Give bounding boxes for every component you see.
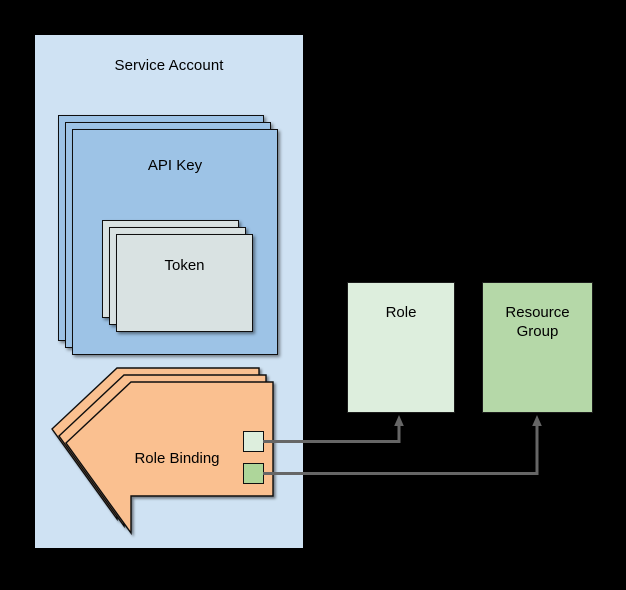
role-binding-label: Role Binding	[134, 450, 220, 467]
role-binding-connector-role[interactable]	[243, 431, 264, 452]
edge-role-binding-to-resource-group	[263, 415, 542, 475]
api-key-label: API Key	[147, 157, 203, 174]
token-label: Token	[164, 257, 205, 274]
resource-group-box-label: Resource Group	[483, 303, 592, 341]
role-box[interactable]: Role	[347, 282, 455, 413]
service-account-label: Service Account	[114, 57, 224, 74]
resource-group-box-label-line1: Resource	[505, 304, 570, 321]
role-binding-connector-resource-group[interactable]	[243, 463, 264, 484]
role-box-label: Role	[385, 304, 417, 321]
resource-group-box[interactable]: Resource Group	[482, 282, 593, 413]
arrowhead-role-icon	[394, 415, 404, 426]
arrowhead-resource-group-icon	[532, 415, 542, 426]
token-card[interactable]: Token	[116, 234, 253, 332]
resource-group-box-label-line2: Group	[516, 323, 559, 340]
